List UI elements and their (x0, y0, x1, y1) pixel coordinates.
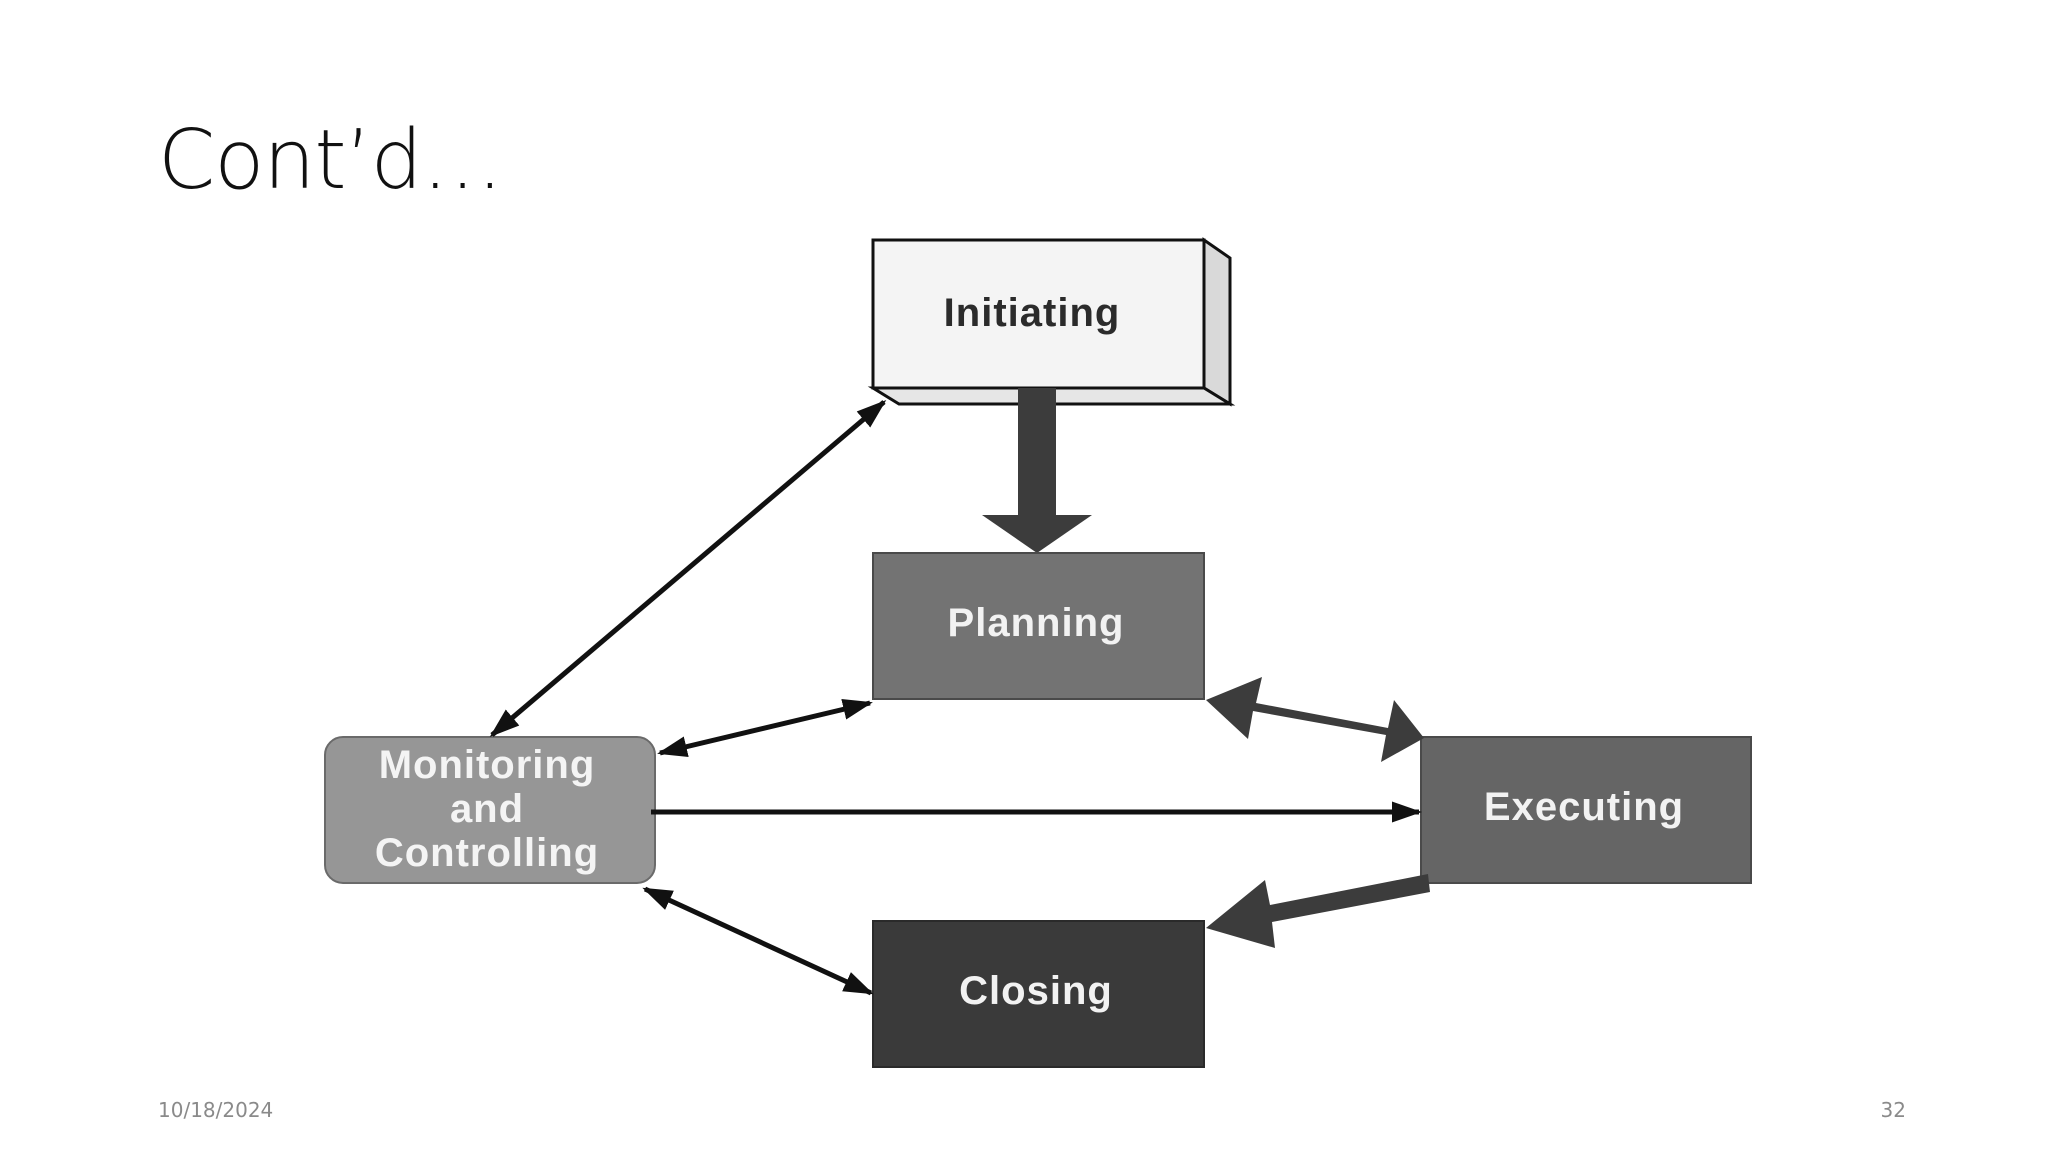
monitoring-controlling-node: Monitoring and Controlling (324, 736, 656, 884)
executing-node: Executing (1420, 736, 1752, 884)
initiating-label: Initiating (944, 291, 1121, 335)
planning-label: Planning (948, 601, 1125, 645)
slide-page-number: 32 (1880, 1098, 1906, 1122)
monitoring-label-line1: Monitoring (379, 743, 596, 787)
arrow-executing-closing (1206, 874, 1430, 948)
executing-label: Executing (1484, 785, 1684, 829)
arrow-planning-executing (1206, 677, 1424, 762)
slide-date: 10/18/2024 (158, 1098, 274, 1122)
arrow-initiating-to-planning (982, 388, 1092, 553)
closing-label: Closing (959, 969, 1113, 1013)
arrow-monitoring-closing (642, 886, 874, 996)
monitoring-label-line2: and (450, 787, 524, 831)
arrow-monitoring-planning (657, 699, 873, 757)
initiating-node: Initiating (867, 237, 1236, 407)
planning-node: Planning (872, 552, 1205, 700)
closing-node: Closing (872, 920, 1205, 1068)
monitoring-label-line3: Controlling (375, 831, 599, 875)
slide-title: Cont’d… (158, 113, 504, 208)
arrow-monitoring-initiating (489, 400, 887, 737)
